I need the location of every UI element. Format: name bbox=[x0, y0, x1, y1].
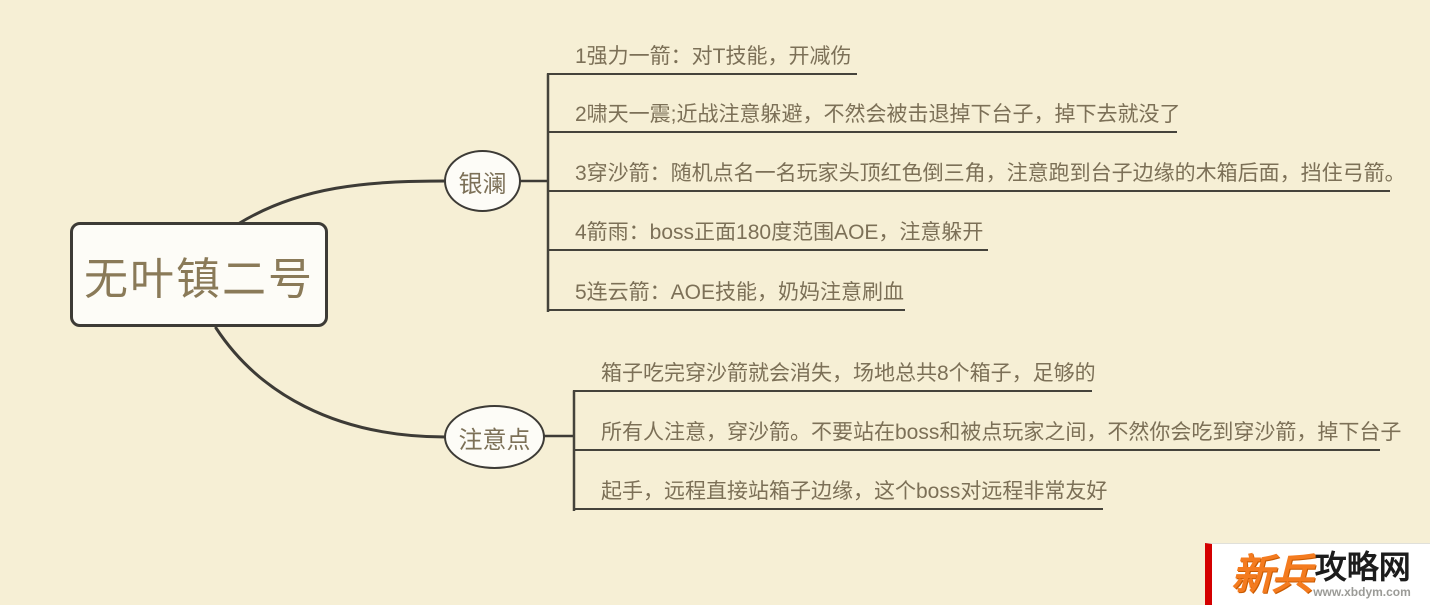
leaf-item-note-1[interactable]: 箱子吃完穿沙箭就会消失，场地总共8个箱子，足够的 bbox=[573, 356, 1096, 392]
leaf-item-skill-4[interactable]: 4箭雨：boss正面180度范围AOE，注意躲开 bbox=[547, 215, 988, 251]
leaf-item-label: 所有人注意，穿沙箭。不要站在boss和被点玩家之间，不然你会吃到穿沙箭，掉下台子 bbox=[601, 421, 1402, 444]
leaf-item-label: 起手，远程直接站箱子边缘，这个boss对远程非常友好 bbox=[601, 480, 1108, 503]
root-node-label: 无叶镇二号 bbox=[84, 254, 314, 304]
leaf-item-label: 2啸天一震;近战注意躲避，不然会被击退掉下台子，掉下去就没了 bbox=[575, 103, 1181, 126]
root-node[interactable]: 无叶镇二号 bbox=[70, 222, 328, 327]
leaf-item-skill-3[interactable]: 3穿沙箭：随机点名一名玩家头顶红色倒三角，注意跑到台子边缘的木箱后面，挡住弓箭。 bbox=[547, 156, 1406, 192]
leaf-item-skill-1[interactable]: 1强力一箭：对T技能，开减伤 bbox=[547, 39, 857, 75]
branch-node-label: 银澜 bbox=[458, 170, 507, 198]
leaf-item-note-2[interactable]: 所有人注意，穿沙箭。不要站在boss和被点玩家之间，不然你会吃到穿沙箭，掉下台子 bbox=[573, 415, 1401, 451]
branch-node-label: 注意点 bbox=[458, 426, 531, 454]
site-logo-rest: 攻略网 bbox=[1314, 549, 1411, 586]
leaf-item-label: 3穿沙箭：随机点名一名玩家头顶红色倒三角，注意跑到台子边缘的木箱后面，挡住弓箭。 bbox=[575, 162, 1406, 185]
leaf-item-note-3[interactable]: 起手，远程直接站箱子边缘，这个boss对远程非常友好 bbox=[573, 474, 1107, 510]
site-logo: 新兵 攻略网 www.xbdym.com bbox=[1231, 551, 1411, 598]
leaf-item-skill-5[interactable]: 5连云箭：AOE技能，奶妈注意刷血 bbox=[547, 275, 905, 311]
branch-node-yinlan[interactable]: 银澜 bbox=[444, 150, 521, 212]
leaf-item-label: 4箭雨：boss正面180度范围AOE，注意躲开 bbox=[575, 221, 984, 244]
leaf-item-label: 5连云箭：AOE技能，奶妈注意刷血 bbox=[575, 281, 905, 304]
leaf-item-label: 箱子吃完穿沙箭就会消失，场地总共8个箱子，足够的 bbox=[601, 362, 1096, 385]
site-url: www.xbdym.com bbox=[1313, 584, 1411, 599]
site-watermark: 新兵 攻略网 www.xbdym.com bbox=[1205, 543, 1430, 605]
leaf-item-skill-2[interactable]: 2啸天一震;近战注意躲避，不然会被击退掉下台子，掉下去就没了 bbox=[547, 97, 1181, 133]
leaf-item-label: 1强力一箭：对T技能，开减伤 bbox=[575, 45, 852, 68]
branch-node-zhuyidian[interactable]: 注意点 bbox=[444, 405, 545, 469]
site-logo-highlight: 新兵 bbox=[1231, 550, 1313, 598]
